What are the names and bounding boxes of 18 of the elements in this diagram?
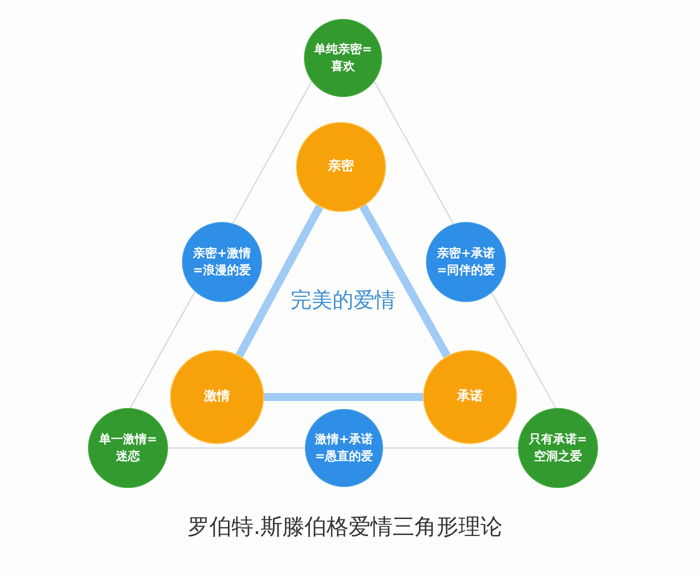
thick-connector-line	[236, 204, 324, 358]
connector-line	[491, 292, 556, 409]
thick-connector-line	[360, 204, 450, 358]
circle-label: 只有承诺=空洞之爱	[528, 431, 588, 465]
connector-line	[374, 80, 454, 224]
circle-label: 单一激情=迷恋	[98, 431, 158, 465]
connector-line	[232, 80, 312, 224]
circle-label: 激情+承诺=愚直的爱	[314, 431, 374, 465]
circle-label: 激情	[204, 388, 230, 406]
thick-connector-line	[264, 393, 423, 401]
circle-label: 承诺	[457, 388, 483, 406]
circle-label: 亲密+承诺=同伴的爱	[436, 245, 496, 279]
circle-label: 单纯亲密=喜欢	[312, 41, 374, 75]
circle-label: 亲密+激情=浪漫的爱	[192, 245, 252, 279]
connector-line	[130, 291, 196, 409]
circle-label: 亲密	[328, 158, 354, 176]
caption: 罗伯特.斯滕伯格爱情三角形理论	[188, 514, 502, 542]
center-label: 完美的爱情	[290, 287, 396, 314]
